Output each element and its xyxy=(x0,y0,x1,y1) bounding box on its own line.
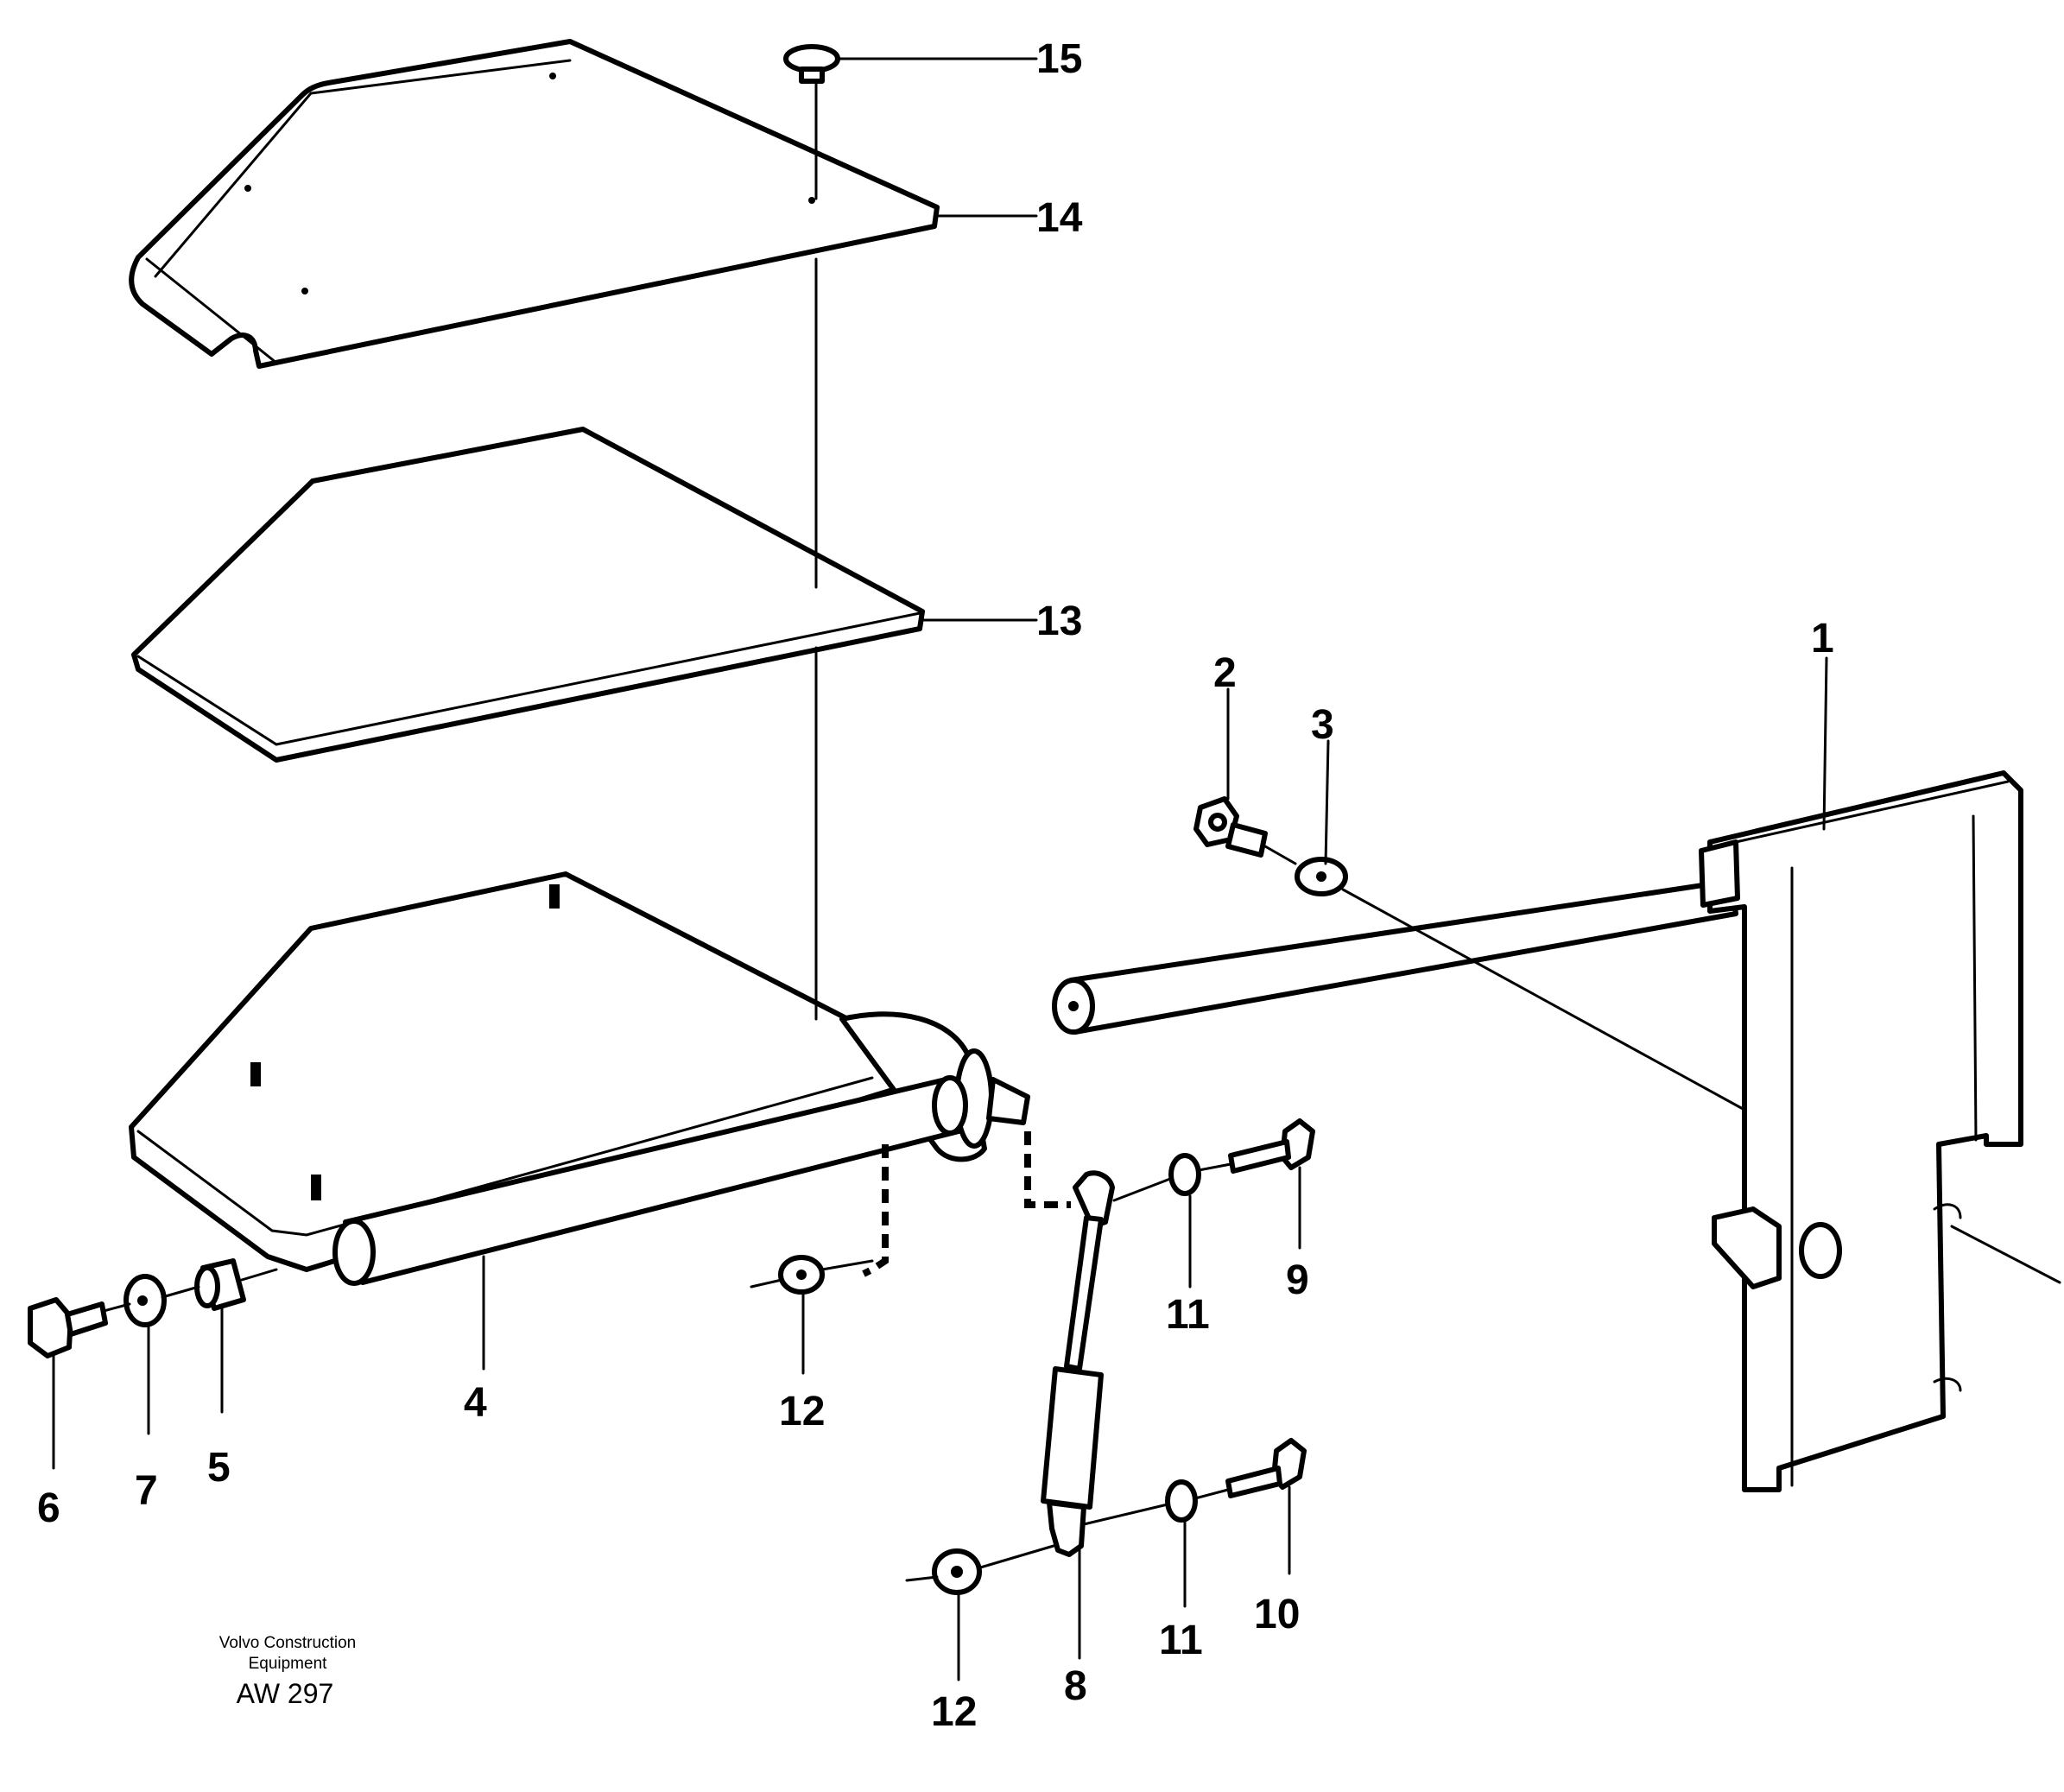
hinge-tube-part-4 xyxy=(332,1075,968,1286)
callout-5: 5 xyxy=(207,1445,231,1491)
callout-11-lower: 11 xyxy=(1159,1618,1203,1663)
spacer-part-5 xyxy=(194,1258,246,1311)
publisher-credit: Volvo Construction Equipment AW 297 xyxy=(219,1634,356,1709)
leader-lines xyxy=(52,57,1828,1681)
credit-line-2: Equipment xyxy=(249,1655,328,1673)
bolt-part-9 xyxy=(1228,1118,1315,1174)
support-rod xyxy=(1052,878,1738,1035)
callout-6: 6 xyxy=(37,1485,60,1531)
assembly-lines xyxy=(102,79,2061,1582)
nut-part-12-upper xyxy=(778,1255,825,1295)
nut-part-12-lower xyxy=(932,1548,982,1595)
bolt-part-2 xyxy=(1193,796,1268,858)
washer-part-3 xyxy=(1295,857,1348,896)
callout-12-upper: 12 xyxy=(779,1389,825,1434)
washer-part-11-upper xyxy=(1168,1153,1201,1196)
callout-8: 8 xyxy=(1064,1663,1087,1709)
credit-line-1: Volvo Construction xyxy=(219,1634,356,1652)
callout-11-upper: 11 xyxy=(1166,1292,1210,1338)
callout-10: 10 xyxy=(1254,1592,1300,1637)
middle-plate-part-13 xyxy=(131,427,925,763)
top-cover-part-14 xyxy=(129,39,940,369)
washer-part-11-lower xyxy=(1165,1479,1198,1523)
drawing-code: AW 297 xyxy=(237,1678,334,1709)
callout-12-lower: 12 xyxy=(931,1689,977,1735)
callout-14: 14 xyxy=(1036,195,1083,241)
callout-13: 13 xyxy=(1036,598,1082,644)
callout-7: 7 xyxy=(135,1468,158,1514)
gas-spring-part-8 xyxy=(1041,1170,1115,1557)
callout-15: 15 xyxy=(1036,36,1082,82)
callout-3: 3 xyxy=(1311,702,1334,748)
callout-9: 9 xyxy=(1286,1257,1309,1303)
callout-2: 2 xyxy=(1213,650,1237,696)
frame-bracket-part-1 xyxy=(1699,770,2023,1492)
callout-4: 4 xyxy=(464,1380,487,1426)
knob-part-15 xyxy=(783,44,840,84)
washer-part-7 xyxy=(123,1274,167,1327)
bolt-part-6 xyxy=(28,1297,108,1358)
bolt-part-10 xyxy=(1225,1438,1307,1498)
callout-1: 1 xyxy=(1811,616,1834,662)
callout-labels: 15 14 13 1 2 3 4 6 7 5 9 11 12 10 11 8 1… xyxy=(37,36,1834,1735)
